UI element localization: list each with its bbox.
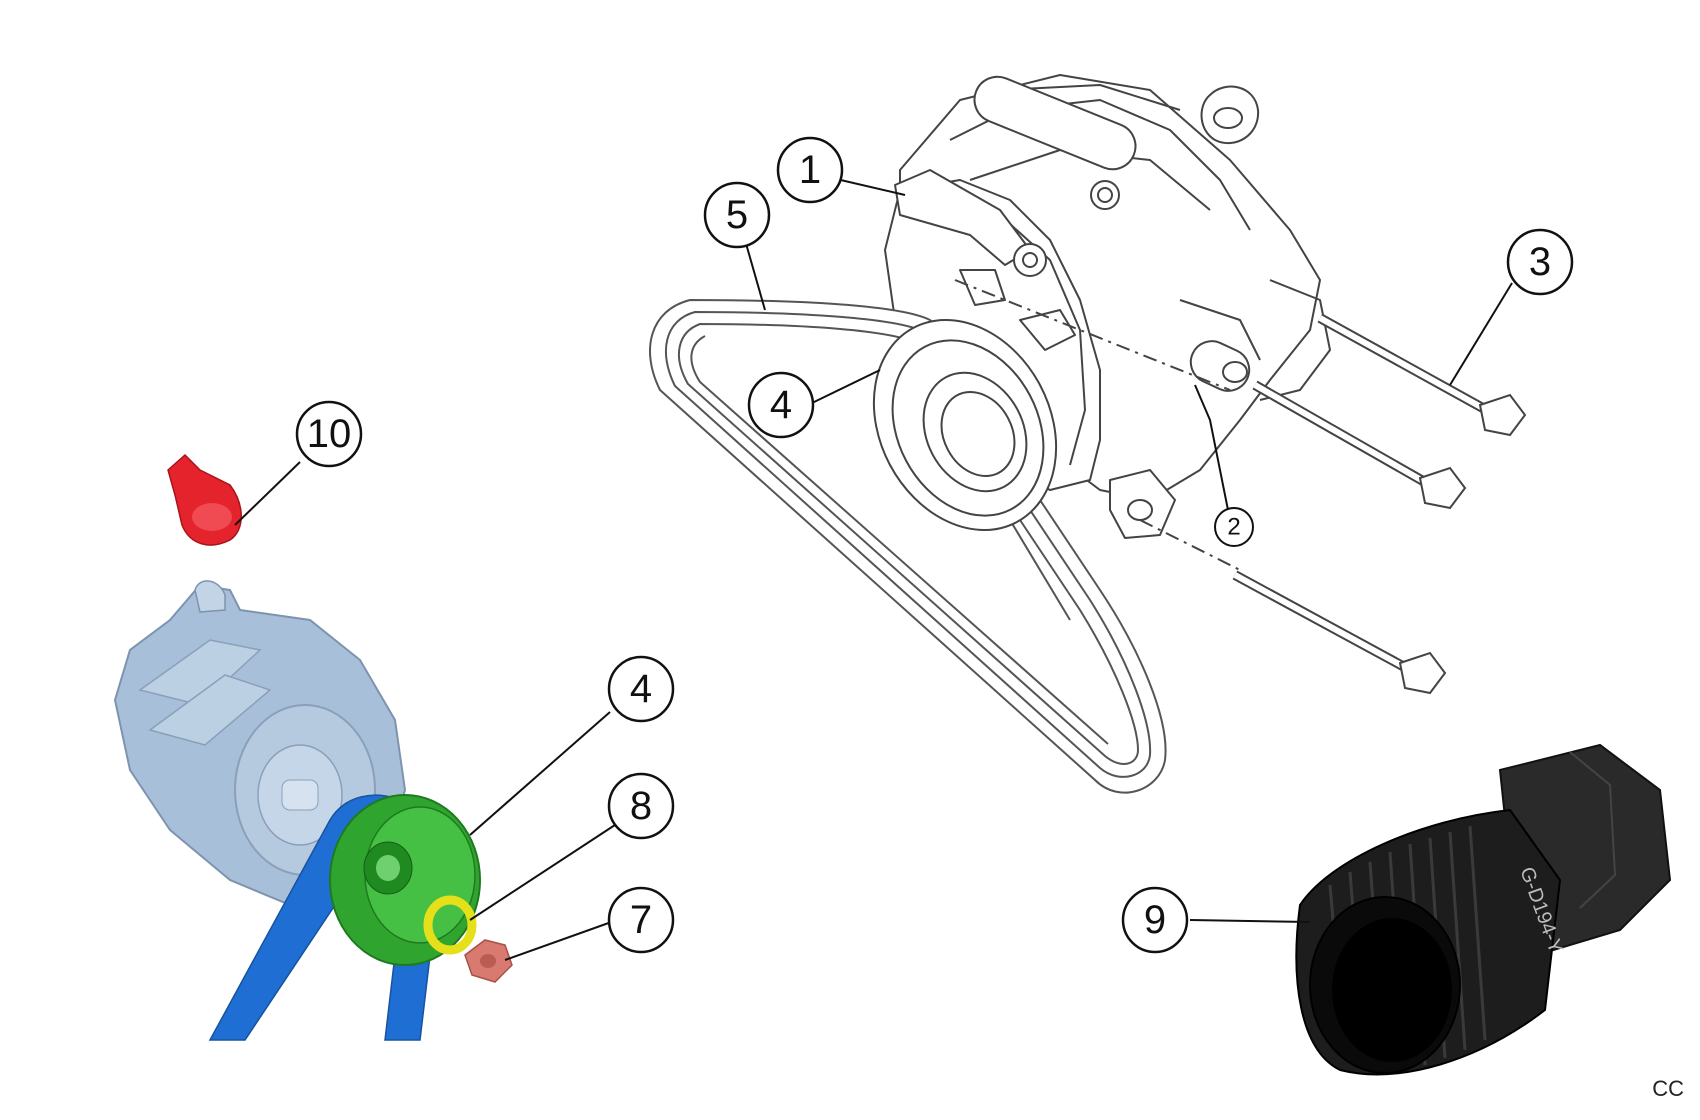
mounting-bolts-line-drawing bbox=[954, 279, 1527, 695]
callout-2: 2 bbox=[1214, 507, 1254, 547]
pulley-green bbox=[329, 794, 481, 966]
callout-4-top: 4 bbox=[747, 371, 815, 439]
washer-yellow bbox=[423, 895, 477, 955]
leader-lines bbox=[234, 177, 1513, 961]
socket-tool: G-D194-Y bbox=[1295, 743, 1672, 1076]
svg-text:2: 2 bbox=[1227, 514, 1240, 541]
terminal-cap-red bbox=[167, 453, 242, 546]
callout-10: 10 bbox=[295, 400, 363, 468]
svg-text:3: 3 bbox=[1529, 240, 1551, 284]
nut-copper bbox=[464, 939, 513, 983]
svg-text:10: 10 bbox=[307, 412, 352, 456]
svg-text:1: 1 bbox=[799, 148, 821, 192]
svg-text:7: 7 bbox=[630, 898, 652, 942]
callout-7: 7 bbox=[607, 886, 675, 954]
callout-3: 3 bbox=[1506, 228, 1574, 296]
callout-1: 1 bbox=[776, 136, 844, 204]
svg-text:4: 4 bbox=[630, 667, 652, 711]
svg-text:9: 9 bbox=[1144, 898, 1166, 942]
svg-text:4: 4 bbox=[770, 383, 792, 427]
callout-8: 8 bbox=[607, 772, 675, 840]
callout-5: 5 bbox=[703, 181, 771, 249]
pulley-line-drawing bbox=[872, 318, 1058, 532]
svg-text:8: 8 bbox=[630, 784, 652, 828]
callout-4-bottom: 4 bbox=[607, 655, 675, 723]
svg-text:5: 5 bbox=[726, 193, 748, 237]
corner-code: CC bbox=[1652, 1076, 1684, 1101]
callout-9: 9 bbox=[1121, 886, 1189, 954]
